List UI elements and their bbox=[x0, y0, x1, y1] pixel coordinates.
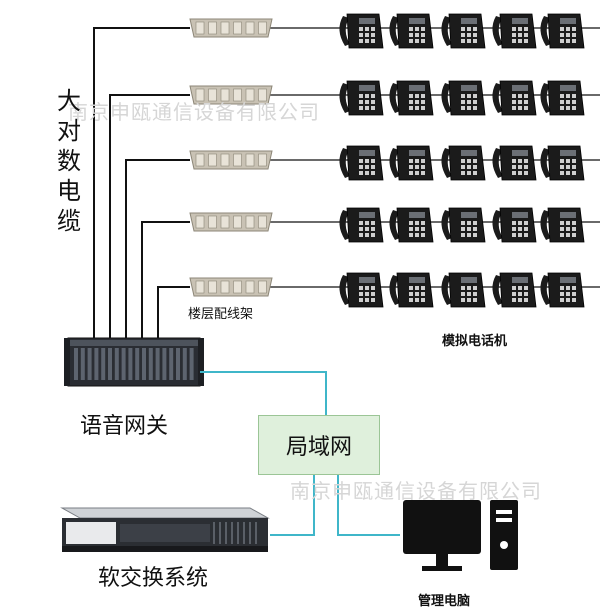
management-pc-label: 管理电脑 bbox=[418, 594, 471, 609]
desk-phone-icon bbox=[389, 272, 434, 308]
desk-phone-icon bbox=[339, 80, 384, 116]
distribution-frame-icon bbox=[189, 18, 273, 38]
desktop-computer-icon bbox=[403, 500, 518, 571]
desk-phone-icon bbox=[441, 207, 486, 243]
desk-phone-icon bbox=[389, 145, 434, 181]
desk-phone-icon bbox=[389, 80, 434, 116]
desk-phone-icon bbox=[441, 145, 486, 181]
desk-phone-icon bbox=[441, 272, 486, 308]
desk-phone-icon bbox=[492, 80, 537, 116]
voice-gateway-label: 语音网关 bbox=[80, 414, 169, 439]
vertical-cable-2 bbox=[109, 94, 190, 338]
desk-phone-icon bbox=[441, 13, 486, 49]
distribution-frame-icon bbox=[189, 212, 273, 232]
distribution-frame-label: 楼层配线架 bbox=[188, 307, 254, 322]
desk-phone-icon bbox=[389, 207, 434, 243]
vertical-cable-4 bbox=[141, 221, 190, 338]
vertical-cable-5 bbox=[157, 286, 190, 338]
lan-label: 局域网 bbox=[285, 435, 352, 460]
desk-phone-icon bbox=[389, 13, 434, 49]
distribution-frame-icon bbox=[189, 150, 273, 170]
vertical-cable-label: 大对数电缆 bbox=[57, 87, 81, 235]
analog-phone-label: 模拟电话机 bbox=[442, 334, 508, 349]
desk-phone-icon bbox=[492, 207, 537, 243]
desk-phone-icon bbox=[540, 272, 585, 308]
desk-phone-icon bbox=[339, 145, 384, 181]
server-icon bbox=[60, 507, 270, 552]
lan-pc-link bbox=[337, 475, 400, 536]
lan-box: 局域网 bbox=[258, 415, 380, 475]
voice-gateway-icon bbox=[64, 337, 204, 387]
distribution-frame-icon bbox=[189, 85, 273, 105]
desk-phone-icon bbox=[339, 207, 384, 243]
desk-phone-icon bbox=[492, 272, 537, 308]
desk-phone-icon bbox=[492, 13, 537, 49]
vertical-cable-1 bbox=[93, 27, 190, 338]
desk-phone-icon bbox=[540, 80, 585, 116]
distribution-frame-icon bbox=[189, 277, 273, 297]
desk-phone-icon bbox=[441, 80, 486, 116]
desk-phone-icon bbox=[540, 13, 585, 49]
softswitch-label: 软交换系统 bbox=[98, 566, 209, 591]
gateway-lan-link bbox=[200, 371, 327, 415]
vertical-cable-3 bbox=[125, 159, 190, 338]
desk-phone-icon bbox=[540, 207, 585, 243]
watermark-mid: 南京申瓯通信设备有限公司 bbox=[290, 479, 542, 503]
desk-phone-icon bbox=[540, 145, 585, 181]
desk-phone-icon bbox=[339, 13, 384, 49]
watermark-top: 南京申瓯通信设备有限公司 bbox=[68, 100, 320, 124]
desk-phone-icon bbox=[492, 145, 537, 181]
desk-phone-icon bbox=[339, 272, 384, 308]
lan-server-link bbox=[270, 475, 315, 536]
